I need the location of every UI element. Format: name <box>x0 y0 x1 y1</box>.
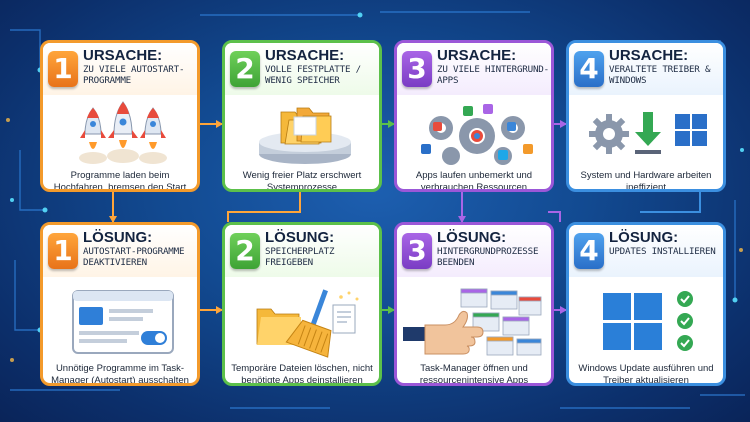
card-subtitle: AUTOSTART-PROGRAMME DEAKTIVIEREN <box>83 246 185 268</box>
step-number-badge: 3 <box>402 233 432 269</box>
card-title: URSACHE: <box>83 47 163 64</box>
card-title: LÖSUNG: <box>437 229 507 246</box>
card-title: LÖSUNG: <box>83 229 153 246</box>
card-description: Windows Update ausführen und Treiber akt… <box>578 363 714 386</box>
hand-closing-windows-icon <box>403 288 542 356</box>
broom-folders-icon <box>256 289 359 358</box>
rockets-icon <box>79 101 167 164</box>
card-description: System und Hardware arbeiten ineffizient <box>580 170 712 192</box>
card-title: URSACHE: <box>437 47 517 64</box>
toggle-settings-icon <box>72 290 174 354</box>
gears-apps-icon <box>421 104 533 165</box>
card-description: Unnötige Programme im Task-Manager (Auto… <box>51 363 189 386</box>
card-title: URSACHE: <box>265 47 345 64</box>
cause-card-1: 1 URSACHE: ZU VIELE AUTOSTART-PROGRAMME … <box>40 40 200 192</box>
step-number-badge: 2 <box>230 51 260 87</box>
card-subtitle: SPEICHERPLATZ FREIGEBEN <box>265 246 335 268</box>
step-number-badge: 4 <box>574 233 604 269</box>
step-number-badge: 1 <box>48 51 78 87</box>
step-number-badge: 4 <box>574 51 604 87</box>
card-description: Wenig freier Platz erschwert Systemproze… <box>242 170 362 192</box>
solution-card-1: 1 LÖSUNG: AUTOSTART-PROGRAMME DEAKTIVIER… <box>40 222 200 386</box>
gear-download-windows-icon <box>589 112 707 154</box>
card-title: URSACHE: <box>609 47 689 64</box>
card-description: Apps laufen unbemerkt und verbrauchen Re… <box>415 170 533 192</box>
card-subtitle: ZU VIELE HINTERGRUND-APPS <box>437 64 549 86</box>
card-subtitle: VOLLE FESTPLATTE / WENIG SPEICHER <box>265 64 361 86</box>
step-number-badge: 1 <box>48 233 78 269</box>
card-title: LÖSUNG: <box>609 229 679 246</box>
cause-card-2: 2 URSACHE: VOLLE FESTPLATTE / WENIG SPEI… <box>222 40 382 192</box>
card-description: Task-Manager öffnen und ressourcenintens… <box>419 363 529 386</box>
step-number-badge: 3 <box>402 51 432 87</box>
solution-card-2: 2 LÖSUNG: SPEICHERPLATZ FREIGEBEN Tempor… <box>222 222 382 386</box>
card-title: LÖSUNG: <box>265 229 335 246</box>
full-disk-folders-icon <box>259 107 351 164</box>
card-description: Temporäre Dateien löschen, nicht benötig… <box>231 363 373 386</box>
card-subtitle: UPDATES INSTALLIEREN <box>609 246 716 257</box>
card-subtitle: ZU VIELE AUTOSTART-PROGRAMME <box>83 64 185 86</box>
solution-card-3: 3 LÖSUNG: HINTERGRUNDPROZESSE BEENDEN Ta… <box>394 222 554 386</box>
cause-card-4: 4 URSACHE: VERALTETE TREIBER & WINDOWS S… <box>566 40 726 192</box>
cause-card-3: 3 URSACHE: ZU VIELE HINTERGRUND-APPS App… <box>394 40 554 192</box>
card-description: Programme laden beim Hochfahren, bremsen… <box>53 170 187 192</box>
card-subtitle: VERALTETE TREIBER & WINDOWS <box>609 64 711 86</box>
step-number-badge: 2 <box>230 233 260 269</box>
solution-card-4: 4 LÖSUNG: UPDATES INSTALLIEREN Windows U… <box>566 222 726 386</box>
card-subtitle: HINTERGRUNDPROZESSE BEENDEN <box>437 246 539 268</box>
windows-checkmarks-icon <box>603 291 693 351</box>
